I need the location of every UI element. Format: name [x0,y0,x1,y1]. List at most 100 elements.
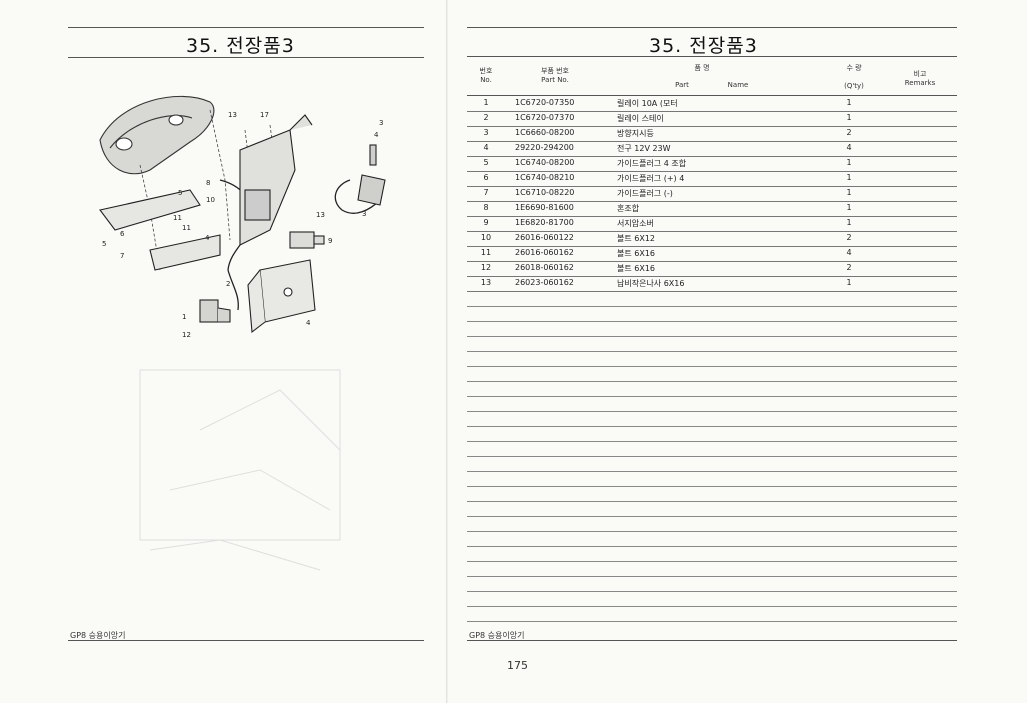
empty-table-rule [467,321,957,322]
row-part-name: 혼조합 [617,204,640,213]
callout-7: 7 [120,252,124,260]
title-top-rule [68,27,424,28]
empty-table-rule [467,501,957,502]
row-no: 3 [483,128,489,137]
row-quantity: 1 [846,278,852,287]
callout-3: 3 [379,119,383,127]
empty-table-rule [467,561,957,562]
callout-5-upper: 5 [178,189,182,197]
callout-1: 1 [182,313,186,321]
row-part-name: 볼트 6X12 [617,234,656,243]
left-page: 35. 전장품3 [0,0,448,703]
header-name-name: Name [727,81,749,89]
right-page-title: 35. 전장품3 [649,35,758,57]
relay-stay [239,114,313,246]
right-title-top-rule [467,27,957,28]
row-quantity: 2 [846,233,852,242]
exploded-parts-diagram: 13 17 3 4 8 5 10 11 11 4 6 5 7 13 9 3 2 … [99,95,386,571]
empty-table-rule [467,486,957,487]
row-quantity: 1 [846,218,852,227]
header-no-en: No. [480,76,492,84]
callout-5-left: 5 [102,240,106,248]
row-part-name: 서지압소버 [617,219,654,228]
callout-2: 2 [226,280,230,288]
callout-10: 10 [206,196,215,204]
row-part-name: 방향지시등 [617,129,654,138]
empty-table-rule [467,576,957,577]
row-part-name: 가이드플러그 (-) [617,189,673,198]
row-part-name: 전구 12V 23W [617,144,671,153]
empty-table-rule [467,516,957,517]
row-quantity: 4 [846,248,852,257]
empty-table-rule [467,471,957,472]
row-quantity: 2 [846,128,852,137]
row-part-name: 볼트 6X16 [617,249,656,258]
empty-table-rule [467,426,957,427]
row-part-name: 릴레이 10A (모터 [617,99,678,108]
callout-labels: 13 17 3 4 8 5 10 11 11 4 6 5 7 13 9 3 2 … [102,111,383,339]
row-quantity: 1 [846,188,852,197]
footer-rule [68,640,424,641]
row-no: 11 [480,248,492,257]
header-qty-ko: 수 량 [846,64,862,72]
header-name-ko: 품 명 [694,64,710,72]
empty-table-rule [467,546,957,547]
row-no: 9 [483,218,489,227]
row-no: 8 [483,203,489,212]
row-no: 6 [483,173,489,182]
callout-17: 17 [260,111,269,119]
row-part-number: 1C6740-08210 [515,173,575,182]
header-remarks-ko: 비고 [913,70,927,78]
header-part-en: Part No. [541,76,569,84]
empty-table-rule [467,306,957,307]
relay-mount-plate [247,259,316,334]
empty-table-rule [467,591,957,592]
empty-table-rule [467,441,957,442]
panel-housing [99,95,215,175]
callout-11-b: 11 [182,224,191,232]
row-part-number: 29220-294200 [515,143,574,152]
row-part-number: 1C6710-08220 [515,188,575,197]
callout-11-a: 11 [173,214,182,222]
row-no: 4 [483,143,489,152]
row-part-name: 가이드플러그 4 조합 [617,159,687,168]
callout-4: 4 [374,131,379,139]
header-remarks-en: Remarks [904,79,936,87]
callout-8: 8 [206,179,210,187]
header-part-ko: 부품 번호 [541,67,569,75]
callout-12: 12 [182,331,191,339]
row-quantity: 2 [846,263,852,272]
row-part-number: 26023-060162 [515,278,574,287]
row-part-name: 볼트 6X16 [617,264,656,273]
row-part-number: 1E6820-81700 [515,218,574,227]
row-part-number: 1C6720-07350 [515,98,575,107]
row-part-name: 릴레이 스테이 [617,114,664,123]
row-part-number: 26018-060162 [515,263,574,272]
row-no: 13 [480,278,492,287]
callout-6: 6 [120,230,125,238]
right-title-bottom-rule [467,56,957,57]
row-quantity: 1 [846,203,852,212]
page-number: 175 [507,659,528,672]
header-bottom-rule [467,95,957,96]
row-no: 12 [480,263,492,272]
row-no: 5 [483,158,489,167]
callout-13: 13 [228,111,237,119]
empty-table-rule [467,531,957,532]
empty-table-rule [467,621,957,622]
header-name-part: Part [675,81,689,89]
row-quantity: 1 [846,98,852,107]
row-quantity: 1 [846,158,852,167]
callout-4-lower: 4 [306,319,311,327]
row-part-number: 26016-060122 [515,233,574,242]
row-no: 1 [483,98,489,107]
surge-absorber [289,231,325,249]
empty-table-rule [467,366,957,367]
